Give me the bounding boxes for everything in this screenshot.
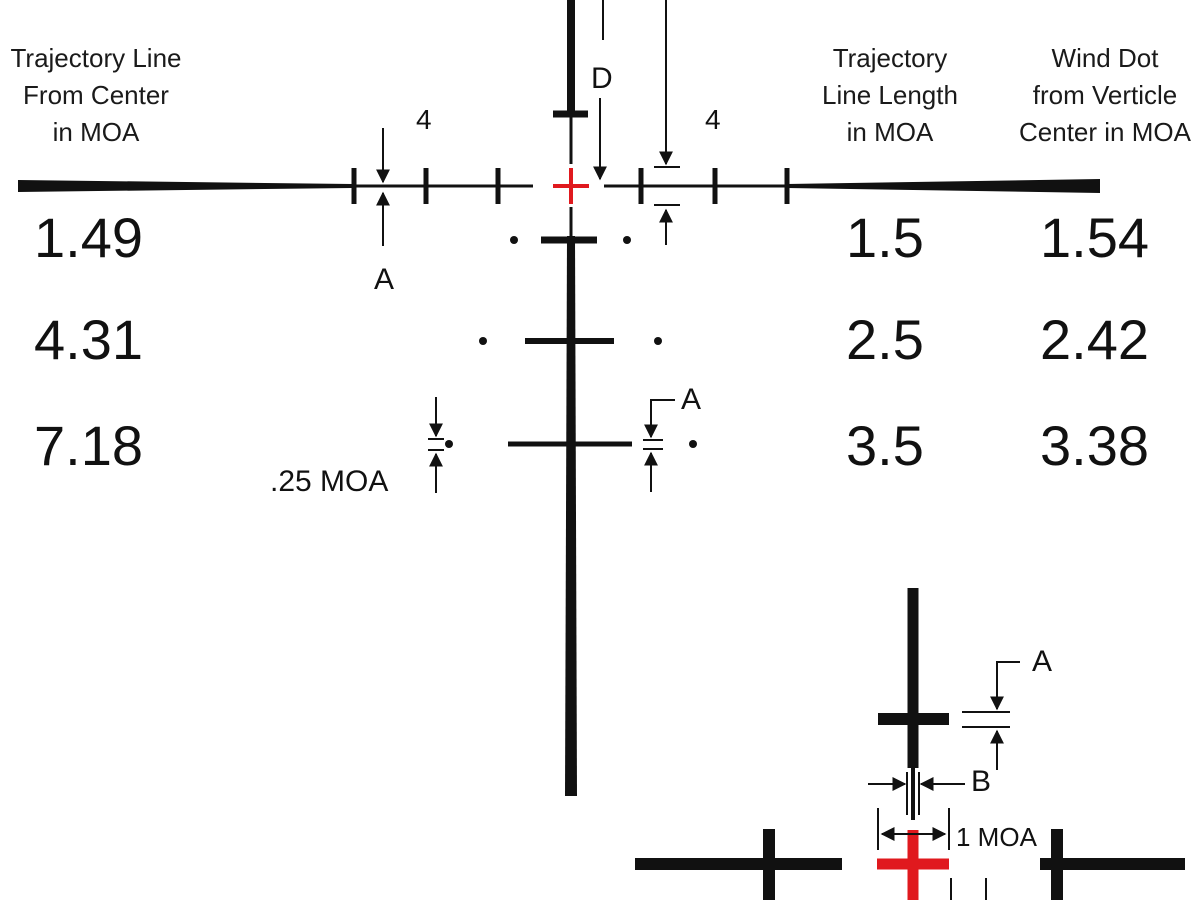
wind-dot-2-right: [654, 337, 662, 345]
vertical-crosshair-lower: [565, 236, 577, 796]
a-horizontal-label: A: [374, 263, 395, 296]
horizontal-crosshair-right: [787, 179, 1100, 193]
horizontal-crosshair-left: [18, 180, 352, 192]
header-wind-dot: Wind Dot from Verticle Center in MOA: [1005, 40, 1200, 151]
inset-dimension-b: [868, 772, 965, 815]
trajectory-line-length-value: 2.5: [846, 308, 924, 371]
d-marker-label: D: [591, 62, 613, 95]
dimension-dot-size: [428, 397, 444, 493]
trajectory-line-length-value: 3.5: [846, 414, 924, 477]
inset-center-cross: [877, 830, 949, 900]
trajectory-line-length-value: 1.5: [846, 206, 924, 269]
header-wind-dot-text: Wind Dot from Verticle Center in MOA: [1019, 43, 1191, 147]
wind-dot-3-right: [689, 440, 697, 448]
wind-dot-1-right: [623, 236, 631, 244]
wind-dot-3-left: [445, 440, 453, 448]
left-tick-count-label: 4: [416, 104, 432, 135]
dimension-d: [593, 0, 607, 181]
header-trajectory-from-center: Trajectory Line From Center in MOA: [0, 40, 192, 151]
dimension-right-horizontal: [654, 0, 680, 245]
dot-size-label: .25 MOA: [270, 465, 389, 498]
b-inset-label: B: [971, 765, 992, 798]
a-inset-label: A: [1032, 645, 1053, 678]
trajectory-from-center-value: 7.18: [34, 414, 143, 477]
a-third-line-label: A: [681, 383, 702, 416]
center-cross: [553, 168, 589, 204]
trajectory-from-center-value: 1.49: [34, 206, 143, 269]
wind-dot-value: 1.54: [1040, 206, 1149, 269]
wind-dot-2-left: [479, 337, 487, 345]
wind-dot-value: 3.38: [1040, 414, 1149, 477]
inset-width-label: 1 MOA: [956, 822, 1037, 852]
dimension-a-third-line: [643, 399, 675, 492]
header-trajectory-from-center-text: Trajectory Line From Center in MOA: [10, 43, 182, 147]
horizontal-moa-ticks: [351, 168, 790, 204]
header-trajectory-line-length-text: Trajectory Line Length in MOA: [822, 43, 958, 147]
wind-dot-1-left: [510, 236, 518, 244]
trajectory-from-center-value: 4.31: [34, 308, 143, 371]
inset-dimension-1moa: [877, 808, 987, 900]
wind-dot-value: 2.42: [1040, 308, 1149, 371]
inset-dimension-a: [962, 661, 1020, 770]
header-trajectory-line-length: Trajectory Line Length in MOA: [800, 40, 980, 151]
right-tick-count-label: 4: [705, 104, 721, 135]
